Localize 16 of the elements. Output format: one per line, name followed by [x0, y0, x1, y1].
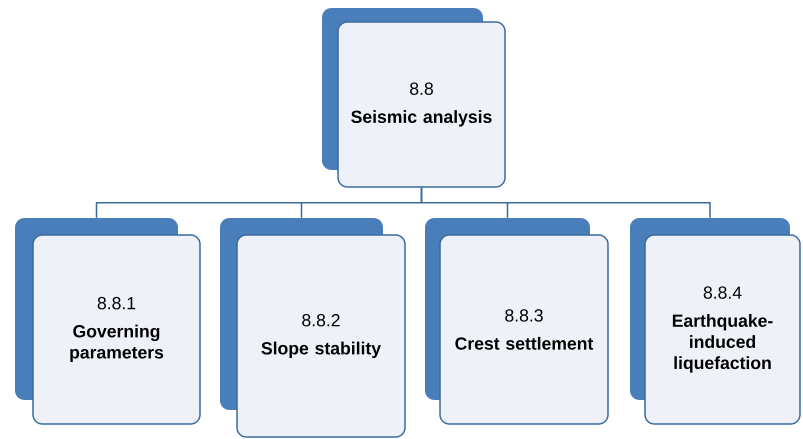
section-title: Slope stability — [261, 342, 381, 358]
section-number: 8.8.4 — [704, 286, 742, 299]
section-number: 8.8.2 — [302, 314, 340, 326]
connector-line — [420, 188, 711, 218]
section-number: 8.8 — [410, 82, 433, 95]
section-box — [220, 218, 406, 438]
section-box — [630, 218, 801, 425]
section-box — [15, 218, 201, 425]
section-title: Seismic analysis — [351, 110, 492, 126]
section-title: Earthquake-induced liquefaction — [672, 314, 773, 373]
section-box — [425, 218, 609, 425]
section-title: Crest settlement — [455, 336, 594, 350]
section-number: 8.8.3 — [505, 309, 543, 322]
section-number: 8.8.1 — [98, 296, 136, 310]
section-box — [322, 8, 506, 188]
section-title: Governing parameters — [70, 324, 164, 362]
